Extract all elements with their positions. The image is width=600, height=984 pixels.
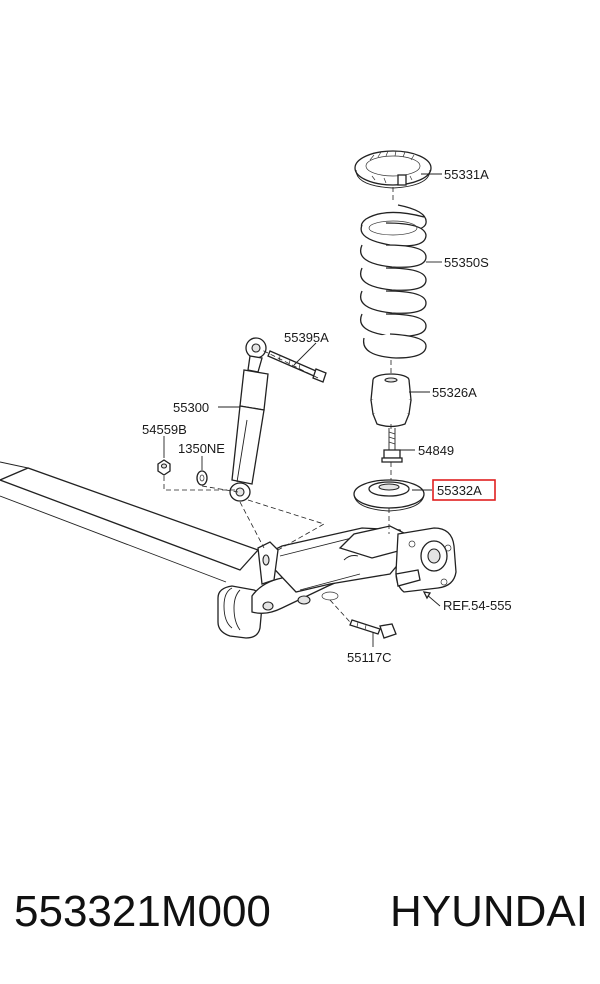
assembly-dashed-lines bbox=[163, 187, 394, 623]
brand-name: HYUNDAI bbox=[389, 887, 588, 936]
upper-spring-seat bbox=[354, 150, 432, 189]
shock-absorber bbox=[229, 337, 269, 502]
bump-stopper bbox=[370, 373, 412, 428]
lower-spring-pad bbox=[353, 479, 425, 512]
leader-lines bbox=[163, 173, 442, 647]
label-54849: 54849 bbox=[418, 443, 454, 458]
part-number: 553321M000 bbox=[14, 887, 271, 936]
part-labels: 55331A 55350S 55395A 55326A 55300 54559B… bbox=[142, 167, 512, 665]
nut bbox=[157, 459, 171, 476]
label-55117C: 55117C bbox=[347, 650, 392, 665]
exploded-parts-diagram: 55331A 55350S 55395A 55326A 55300 54559B… bbox=[0, 150, 512, 665]
caption-bar: 553321M000 HYUNDAI bbox=[14, 880, 588, 944]
label-55395A: 55395A bbox=[284, 330, 329, 345]
label-55350S: 55350S bbox=[444, 255, 489, 270]
coil-spring bbox=[360, 204, 427, 359]
label-1350NE: 1350NE bbox=[178, 441, 225, 456]
highlight-box bbox=[432, 479, 496, 501]
label-55331A: 55331A bbox=[444, 167, 489, 182]
label-55332A: 55332A bbox=[437, 483, 482, 498]
label-55326A: 55326A bbox=[432, 385, 477, 400]
washer bbox=[196, 470, 208, 486]
label-ref-54-555: REF.54-555 bbox=[443, 598, 512, 613]
axle-bolt bbox=[349, 619, 397, 639]
small-bolt bbox=[381, 428, 403, 463]
label-55300: 55300 bbox=[173, 400, 209, 415]
label-54559B: 54559B bbox=[142, 422, 187, 437]
rear-axle-beam bbox=[0, 461, 457, 639]
